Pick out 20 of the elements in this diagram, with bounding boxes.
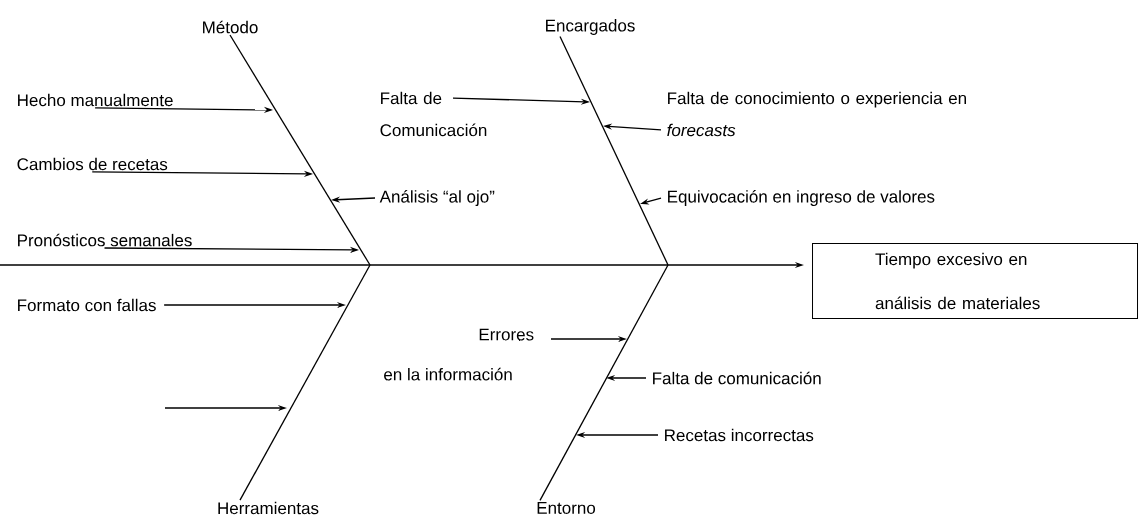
cause-label: Análisis “al ojo” xyxy=(379,190,495,207)
bone-line xyxy=(539,264,669,502)
cause-label: Pronósticos semanales xyxy=(18,233,192,247)
effect-box: Tiempo excesivo en análisis de materiales xyxy=(812,243,1138,319)
cause-label: Recetas incorrectas xyxy=(665,428,814,442)
cause-label: Equivocación en ingreso de valores xyxy=(668,190,935,207)
bone-line xyxy=(559,35,669,266)
bone-line xyxy=(229,34,371,266)
cause-label: Errores en la información xyxy=(384,328,534,381)
category-label: Entorno xyxy=(537,502,596,514)
category-label: Herramientas xyxy=(218,501,319,515)
category-label: Encargados xyxy=(546,19,635,35)
cause-label: Cambios de recetas xyxy=(17,157,168,171)
cause-label: Falta de conocimiento o experiencia en forecasts xyxy=(667,91,966,137)
cause-label: Hecho manualmente xyxy=(18,93,173,107)
bone-line xyxy=(239,264,371,501)
cause-label: Formato con fallas xyxy=(18,298,156,312)
category-label: Método xyxy=(203,20,258,34)
cause-label: Falta de Comunicación xyxy=(380,91,487,137)
cause-label: Falta de comunicación xyxy=(653,371,821,385)
